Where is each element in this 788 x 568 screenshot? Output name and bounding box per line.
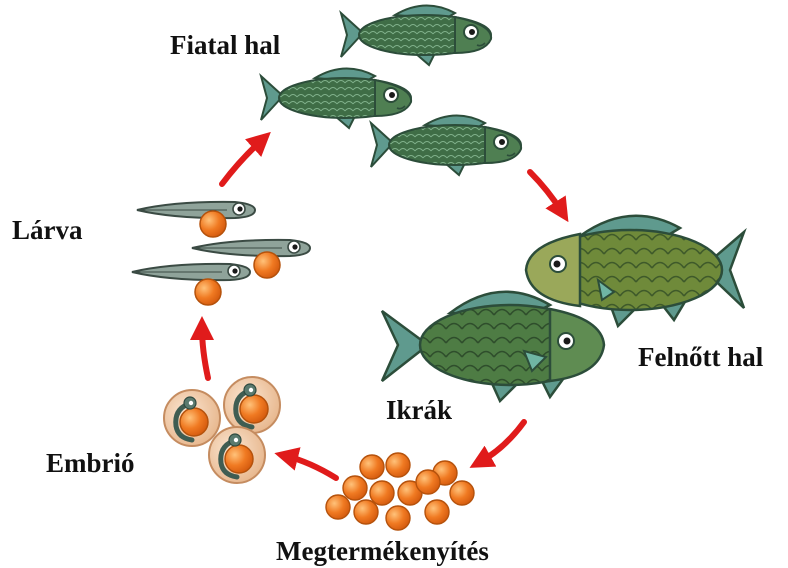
embryo-3 <box>209 427 265 483</box>
young-fish-1 <box>341 5 491 65</box>
embryo-2 <box>224 377 280 433</box>
larva-1 <box>137 202 255 237</box>
arrow-larva-to-young-fish <box>222 140 262 184</box>
embryo-1 <box>164 390 220 446</box>
larva-3 <box>132 264 250 305</box>
arrow-eggs-to-embryo <box>286 456 336 478</box>
label-embryo: Embrió <box>46 450 135 477</box>
label-young-fish: Fiatal hal <box>170 32 280 59</box>
label-larva: Lárva <box>12 217 83 244</box>
label-eggs: Ikrák <box>386 397 452 424</box>
adult-fish-2 <box>382 292 604 401</box>
arrow-young-to-adult <box>530 172 562 212</box>
label-adult-fish: Felnőtt hal <box>638 344 763 371</box>
arrow-adult-to-eggs <box>480 422 524 462</box>
label-fertilization: Megtermékenyítés <box>276 538 489 565</box>
egg-cluster <box>326 453 474 530</box>
young-fish-2 <box>261 68 411 128</box>
young-fish-3 <box>371 115 521 175</box>
adult-fish-1 <box>526 216 744 326</box>
arrow-embryo-to-larva <box>202 328 208 378</box>
